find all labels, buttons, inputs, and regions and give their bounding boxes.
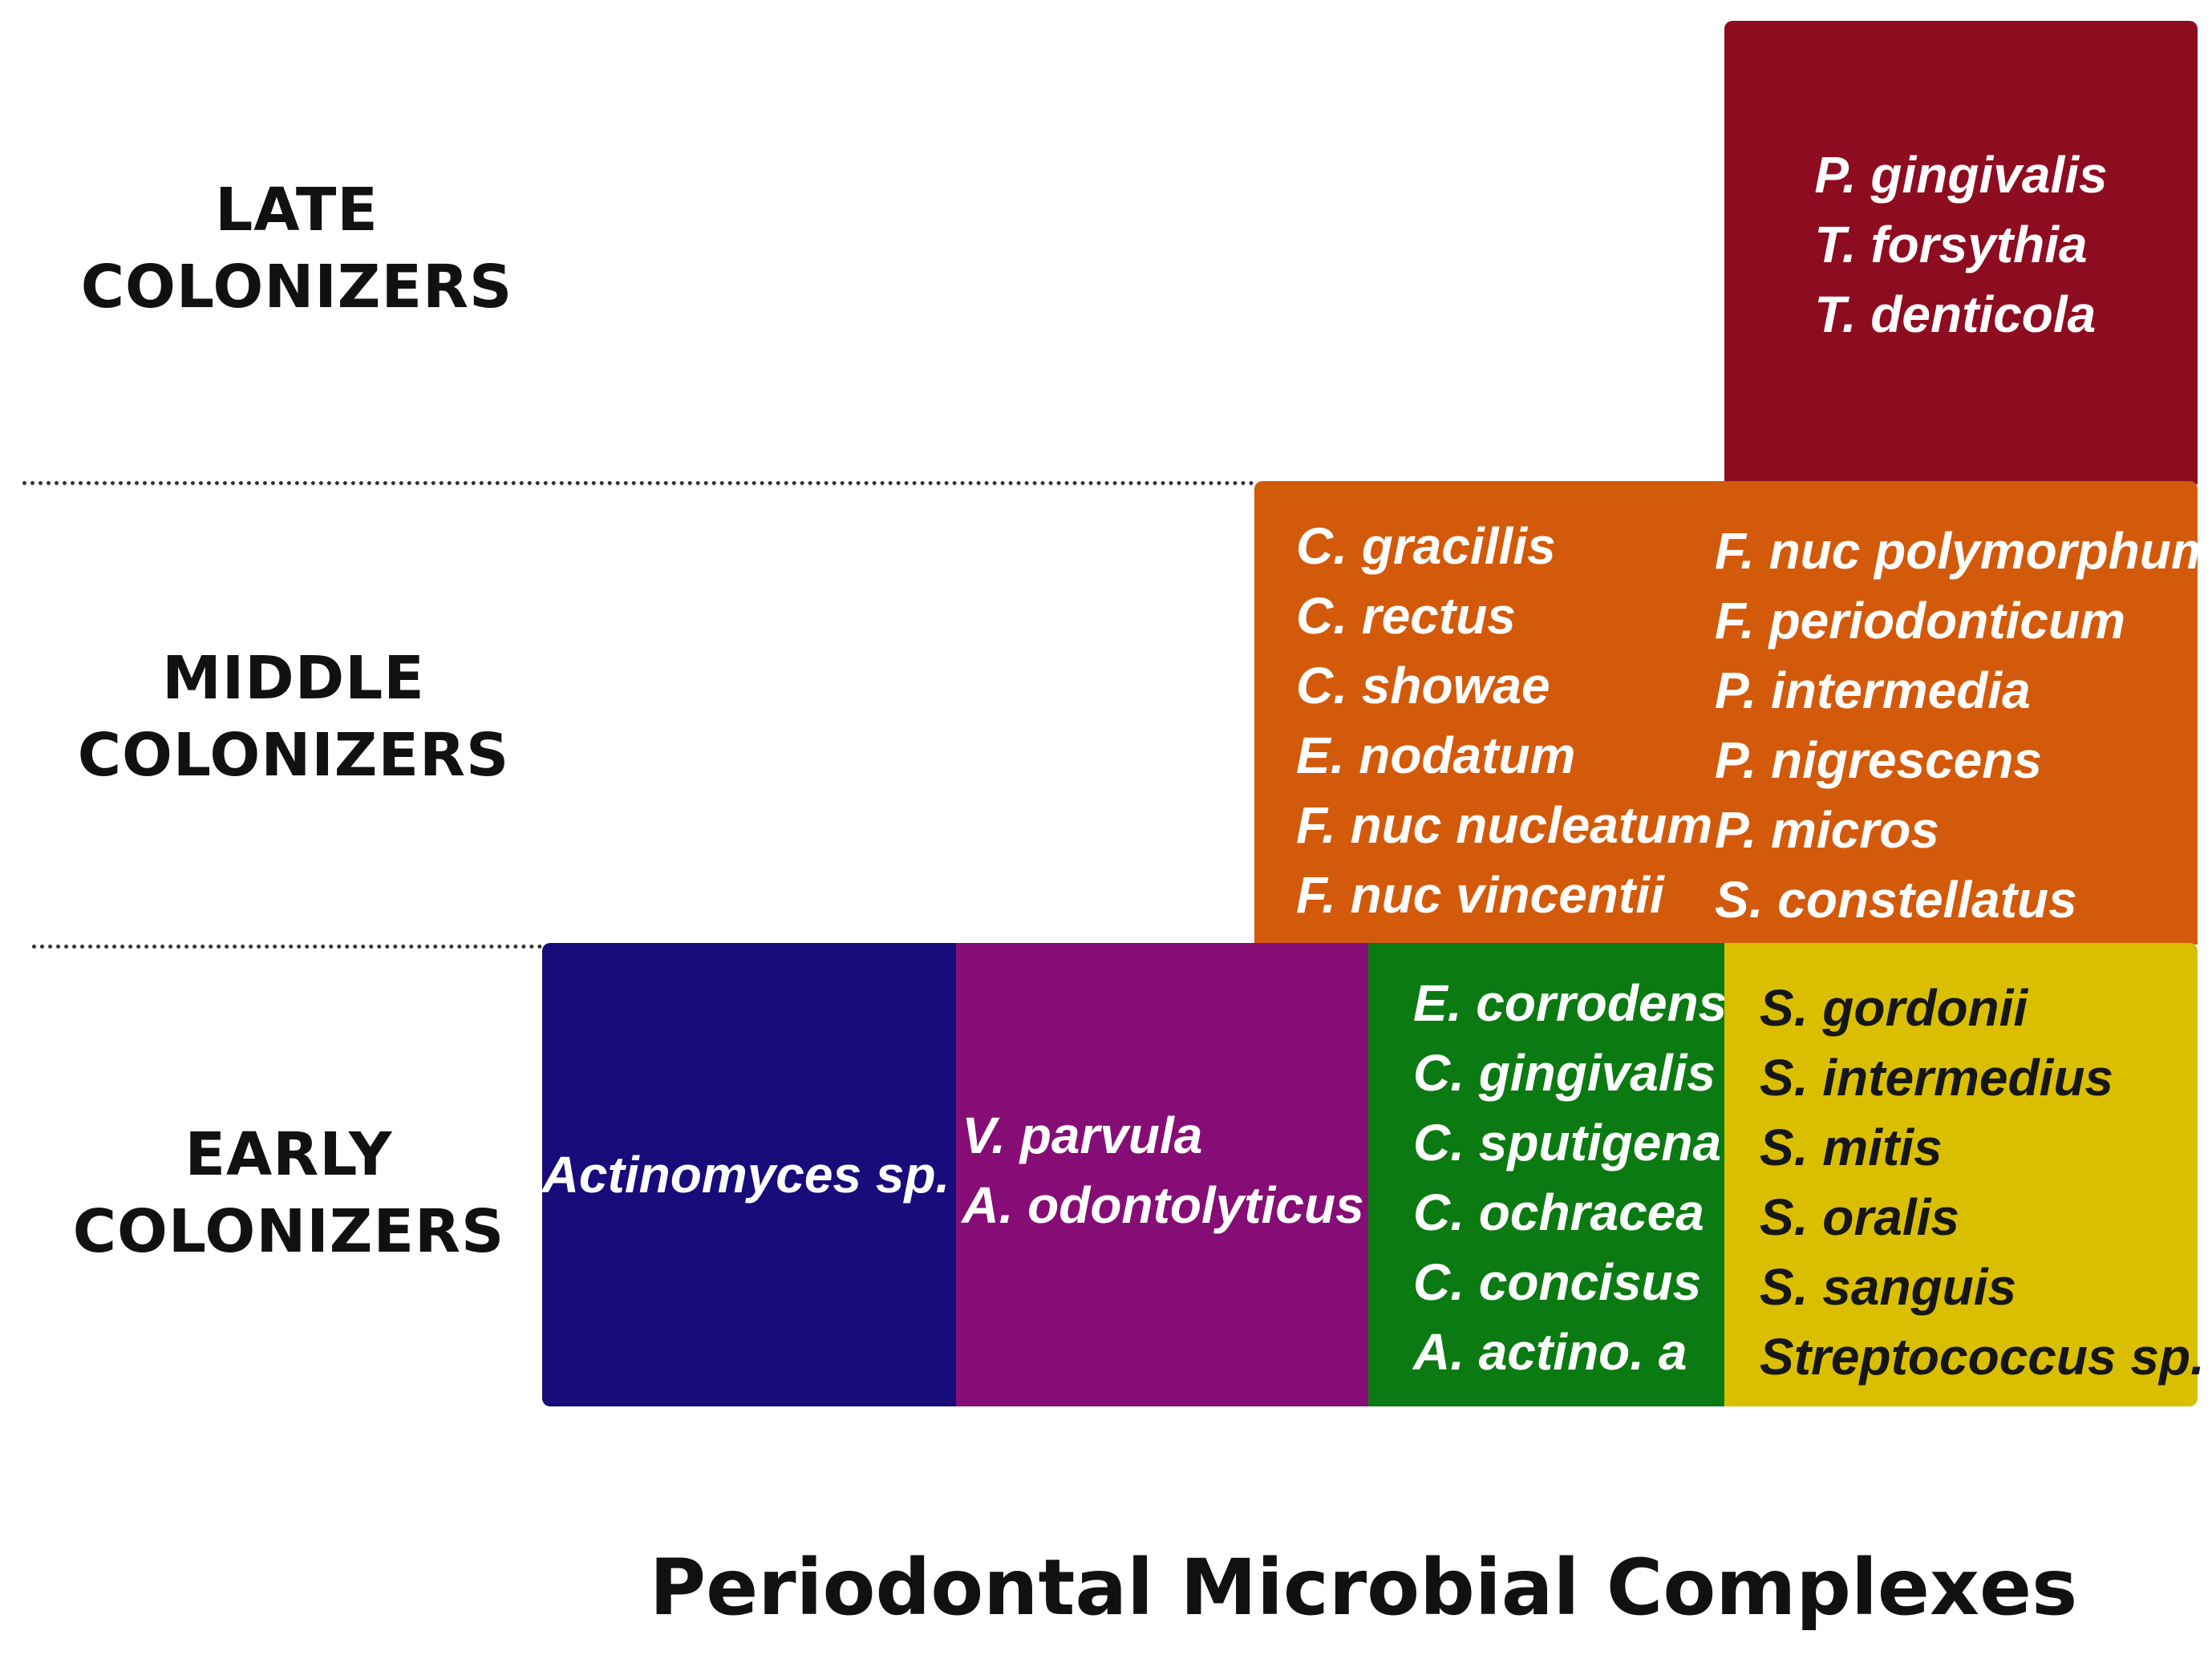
complex-purple: V. parvula A. odontolyticus: [956, 943, 1370, 1406]
species-label: E. corrodens: [1413, 974, 1728, 1032]
stage-label-line: COLONIZERS: [77, 721, 510, 790]
complex-green: E. corrodens C. gingivalis C. sputigena …: [1368, 943, 1727, 1406]
complex-orange-list-right: F. nuc polymorphum F. periodonticum P. i…: [1715, 516, 2212, 935]
species-label: P. micros: [1715, 801, 1939, 859]
species-label: S. sanguis: [1760, 1258, 2017, 1316]
species-label: F. nuc polymorphum: [1715, 522, 2212, 580]
species-label: T. forsythia: [1814, 215, 2088, 273]
species-label: P. gingivalis: [1814, 145, 2108, 204]
species-label: C. concisus: [1413, 1253, 1702, 1311]
species-label: S. oralis: [1760, 1188, 1959, 1246]
stage-label-line: COLONIZERS: [80, 253, 513, 322]
complex-purple-list: V. parvula A. odontolyticus: [962, 1101, 1363, 1240]
complex-yellow: S. gordonii S. intermedius S. mitis S. o…: [1724, 943, 2205, 1406]
species-label: F. nuc nucleatum: [1296, 796, 1713, 854]
species-label: S. constellatus: [1715, 871, 2077, 929]
species-label: P. intermedia: [1715, 662, 2031, 719]
species-label: C. showae: [1296, 657, 1550, 714]
species-label: F. nuc vincentii: [1296, 866, 1664, 924]
species-label: F. periodonticum: [1715, 592, 2125, 649]
species-label: C. ochracea: [1413, 1184, 1704, 1241]
species-label: T. denticola: [1814, 285, 2097, 343]
complex-blue: Actinomyces sp.: [542, 943, 958, 1406]
stage-label-line: EARLY: [184, 1120, 393, 1189]
stage-label-middle: MIDDLE COLONIZERS: [61, 640, 526, 794]
complex-orange-list-left: C. gracillis C. rectus C. showae E. noda…: [1296, 512, 1712, 930]
stage-label-late: LATE COLONIZERS: [64, 172, 529, 326]
figure-title: Periodontal Microbial Complexes: [649, 1543, 2078, 1633]
species-label: C. gracillis: [1296, 517, 1556, 575]
species-label: C. sputigena: [1413, 1114, 1722, 1171]
stage-label-early: EARLY COLONIZERS: [56, 1116, 521, 1270]
complex-yellow-list: S. gordonii S. intermedius S. mitis S. o…: [1760, 973, 2205, 1392]
species-label: C. gingivalis: [1413, 1044, 1716, 1102]
species-label: E. nodatum: [1296, 726, 1576, 784]
species-label: Streptococcus sp.: [1760, 1328, 2205, 1386]
species-label: C. rectus: [1296, 587, 1516, 645]
complex-orange: C. gracillis C. rectus C. showae E. noda…: [1254, 481, 2212, 945]
stage-label-line: LATE: [215, 176, 379, 245]
species-label: P. nigrescens: [1715, 731, 2042, 789]
complex-red: P. gingivalis T. forsythia T. denticola: [1724, 21, 2198, 484]
species-label: A. actino. a: [1413, 1323, 1687, 1381]
divider-late-middle: [22, 481, 1254, 485]
species-label: A. odontolyticus: [962, 1176, 1364, 1234]
stage-label-line: MIDDLE: [162, 644, 425, 713]
species-label: S. gordonii: [1760, 979, 2028, 1037]
species-label: S. intermedius: [1760, 1049, 2113, 1107]
species-label: V. parvula: [962, 1107, 1203, 1164]
stage-label-line: COLONIZERS: [72, 1197, 505, 1266]
complex-green-list: E. corrodens C. gingivalis C. sputigena …: [1413, 969, 1727, 1387]
species-label: Actinomyces sp.: [541, 1145, 950, 1204]
complex-red-list: P. gingivalis T. forsythia T. denticola: [1814, 140, 2107, 350]
divider-middle-early: [32, 945, 542, 949]
species-label: S. mitis: [1760, 1119, 1943, 1176]
